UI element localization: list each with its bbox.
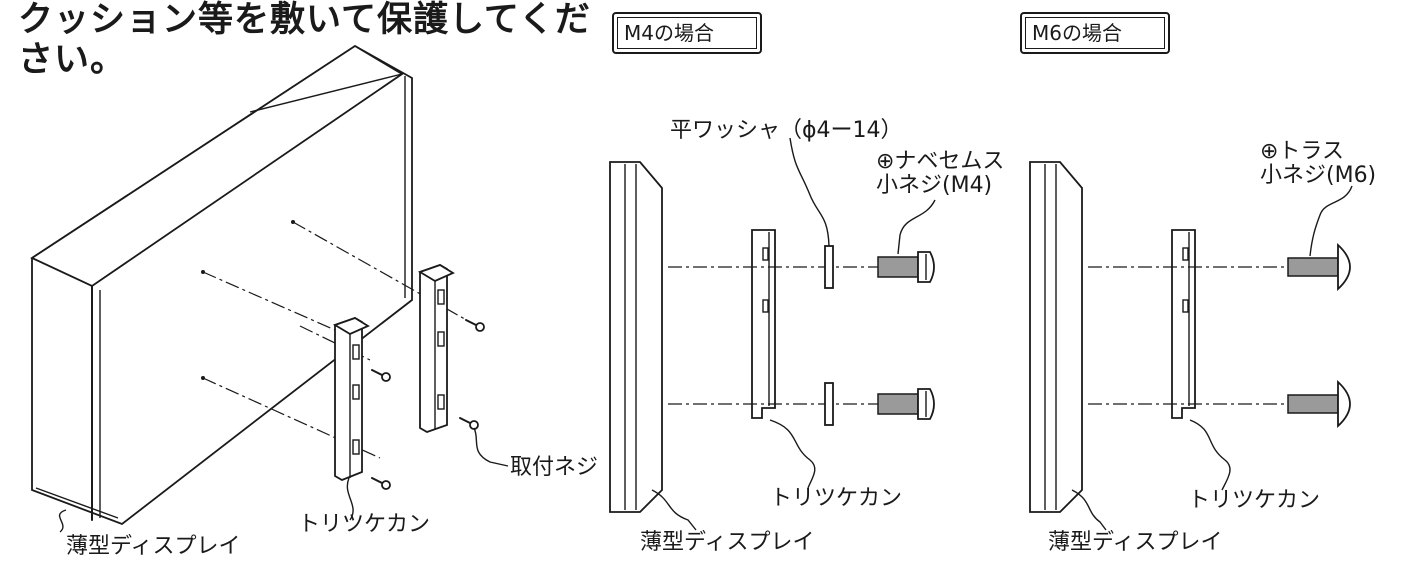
m4-display-side — [609, 161, 663, 513]
instruction-heading: クッション等を敷いて保護してくだ さい。 — [18, 0, 591, 80]
m6-bracket-side — [1171, 229, 1196, 419]
m4-screw-label: ⊕ナベセムス 小ネジ(M4) — [876, 150, 1004, 198]
m4-case-text: M4の場合 — [617, 17, 757, 49]
m6-screw-label-line1: ⊕トラス — [1260, 139, 1344, 164]
m4-screws — [877, 251, 935, 420]
m6-case-text: M6の場合 — [1025, 17, 1165, 49]
left-display-label: 薄型ディスプレイ — [66, 534, 241, 559]
m4-bracket-label: トリツケカン — [770, 486, 903, 511]
m6-bracket-label: トリツケカン — [1188, 488, 1321, 513]
m4-screw-label-line2: 小ネジ(M4) — [876, 173, 993, 198]
m4-screw-label-line1: ⊕ナベセムス — [876, 149, 1005, 174]
m4-case-label: M4の場合 — [612, 12, 762, 54]
m6-screws — [1287, 242, 1351, 429]
m6-display-side — [1029, 161, 1083, 513]
isometric-bracket-back — [417, 264, 455, 433]
m6-screw-label-line2: 小ネジ(M6) — [1260, 163, 1377, 188]
isometric-bracket-front — [332, 317, 370, 481]
m6-display-label: 薄型ディスプレイ — [1048, 530, 1223, 555]
isometric-screws — [371, 319, 485, 490]
m4-washer-label: 平ワッシャ（ϕ4ー14） — [670, 118, 903, 143]
m6-screw-label: ⊕トラス 小ネジ(M6) — [1260, 140, 1376, 188]
heading-line-2: さい。 — [18, 40, 127, 80]
isometric-display — [30, 44, 413, 526]
heading-line-1: クッション等を敷いて保護してくだ — [18, 0, 591, 40]
m4-washers — [824, 245, 834, 426]
m4-bracket-side — [751, 229, 776, 419]
left-screw-label: 取付ネジ — [510, 455, 599, 480]
m4-display-label: 薄型ディスプレイ — [640, 530, 815, 555]
left-bracket-label: トリツケカン — [298, 512, 431, 537]
m6-case-label: M6の場合 — [1020, 12, 1170, 54]
